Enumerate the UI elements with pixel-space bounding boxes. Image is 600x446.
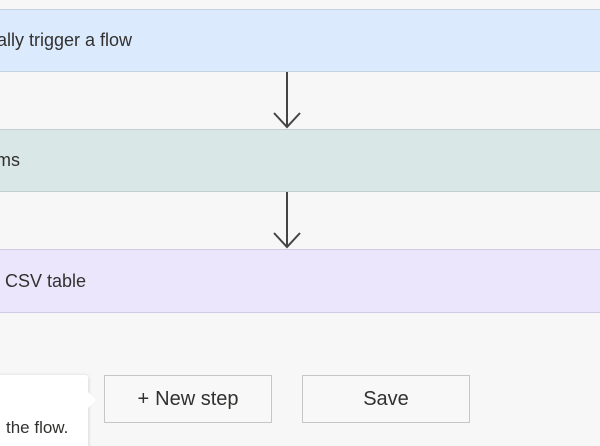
new-step-button[interactable]: + New step <box>104 375 272 423</box>
create-csv-table-step-card[interactable]: CSV table <box>0 249 600 313</box>
coachmark-tooltip: the flow. <box>0 375 96 446</box>
create-csv-table-step-title: CSV table <box>5 270 87 291</box>
arrow-down-icon <box>273 72 301 129</box>
trigger-step-title: ally trigger a flow <box>0 30 133 50</box>
get-items-step-card[interactable]: ms <box>0 129 600 192</box>
trigger-step-card[interactable]: ally trigger a flow <box>0 9 600 72</box>
plus-icon: + <box>137 387 150 410</box>
get-items-step-title: ms <box>0 150 20 170</box>
save-label: Save <box>363 387 409 410</box>
new-step-label: New step <box>155 387 239 410</box>
arrow-down-icon <box>273 192 301 249</box>
save-button[interactable]: Save <box>302 375 470 423</box>
tooltip-text: the flow. <box>6 418 69 437</box>
